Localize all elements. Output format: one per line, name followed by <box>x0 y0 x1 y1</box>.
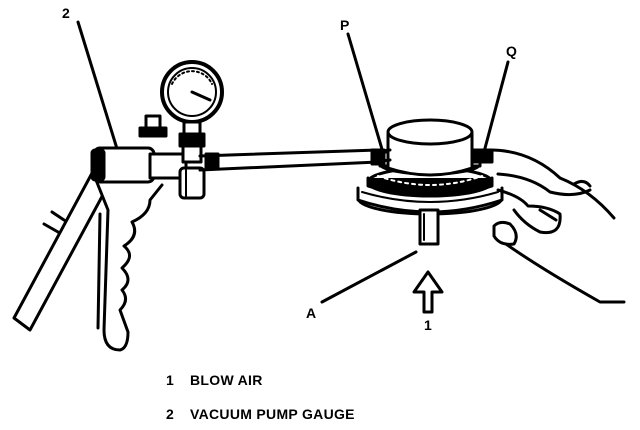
callout-label-1: 1 <box>424 317 432 333</box>
legend-number: 1 <box>166 372 175 388</box>
pump-head <box>90 146 188 184</box>
leader-line-2 <box>76 20 120 154</box>
hand <box>488 148 626 304</box>
pump-grip <box>90 168 164 352</box>
legend-item: 1 BLOW AIR <box>166 372 263 388</box>
legend-text: BLOW AIR <box>190 372 263 388</box>
leader-line-a <box>320 250 418 304</box>
legend-text: VACUUM PUMP GAUGE <box>190 406 355 422</box>
callout-label-q: Q <box>506 43 517 59</box>
legend-item: 2 VACUUM PUMP GAUGE <box>166 406 355 422</box>
leader-line-q <box>482 60 510 154</box>
callout-label-p: P <box>340 17 350 33</box>
legend-number: 2 <box>166 406 175 422</box>
valve-assembly <box>356 118 504 246</box>
vacuum-gauge <box>138 60 224 200</box>
callout-label-2: 2 <box>62 5 70 21</box>
callout-label-a: A <box>306 305 317 321</box>
leader-line-p <box>346 32 386 158</box>
blow-air-arrow <box>412 270 444 314</box>
vacuum-hose <box>198 148 380 172</box>
